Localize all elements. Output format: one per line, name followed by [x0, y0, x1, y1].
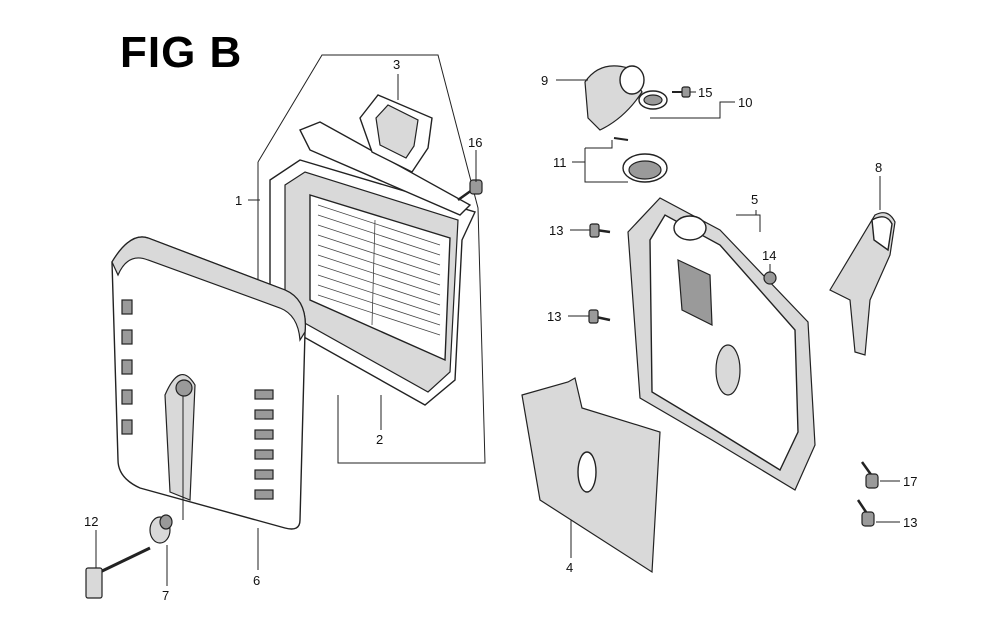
callout-11: 11: [553, 155, 567, 170]
callout-3: 3: [393, 57, 400, 72]
screw-13-upper: [589, 223, 611, 238]
callout-6: 6: [253, 573, 260, 588]
callout-17: 17: [903, 474, 917, 489]
screw-13-right: [856, 499, 875, 527]
air-cleaner-cover: [111, 236, 307, 530]
gasket: [359, 94, 433, 173]
air-filter-element: [269, 121, 476, 406]
bolt-12: [85, 546, 151, 599]
callout-4: 4: [566, 560, 573, 575]
screw-17: [860, 461, 879, 489]
callout-7: 7: [162, 588, 169, 603]
hose-clamp-11: [613, 137, 668, 183]
callout-5: 5: [751, 192, 758, 207]
callout-14: 14: [762, 248, 776, 263]
callout-16: 16: [468, 135, 482, 150]
callout-13c: 13: [903, 515, 917, 530]
breather-cover: [829, 212, 896, 356]
intake-elbow: [584, 65, 645, 131]
grommet-14: [763, 271, 777, 285]
callout-9: 9: [541, 73, 548, 88]
callout-10: 10: [738, 95, 752, 110]
callout-13b: 13: [547, 309, 561, 324]
figure-title: FIG B: [120, 28, 243, 77]
hose-clamp-10: [638, 90, 668, 110]
screw-13-lower: [588, 309, 611, 324]
callout-12: 12: [84, 514, 98, 529]
callout-8: 8: [875, 160, 882, 175]
foam-element: [521, 377, 661, 574]
air-cleaner-case: [627, 197, 816, 491]
callout-15: 15: [698, 85, 712, 100]
callout-2: 2: [376, 432, 383, 447]
wing-nut: [149, 514, 173, 544]
callout-13a: 13: [549, 223, 563, 238]
screw-15: [672, 86, 691, 98]
screw-16: [457, 179, 483, 202]
callout-1: 1: [235, 193, 242, 208]
leader-lines: [95, 74, 900, 586]
